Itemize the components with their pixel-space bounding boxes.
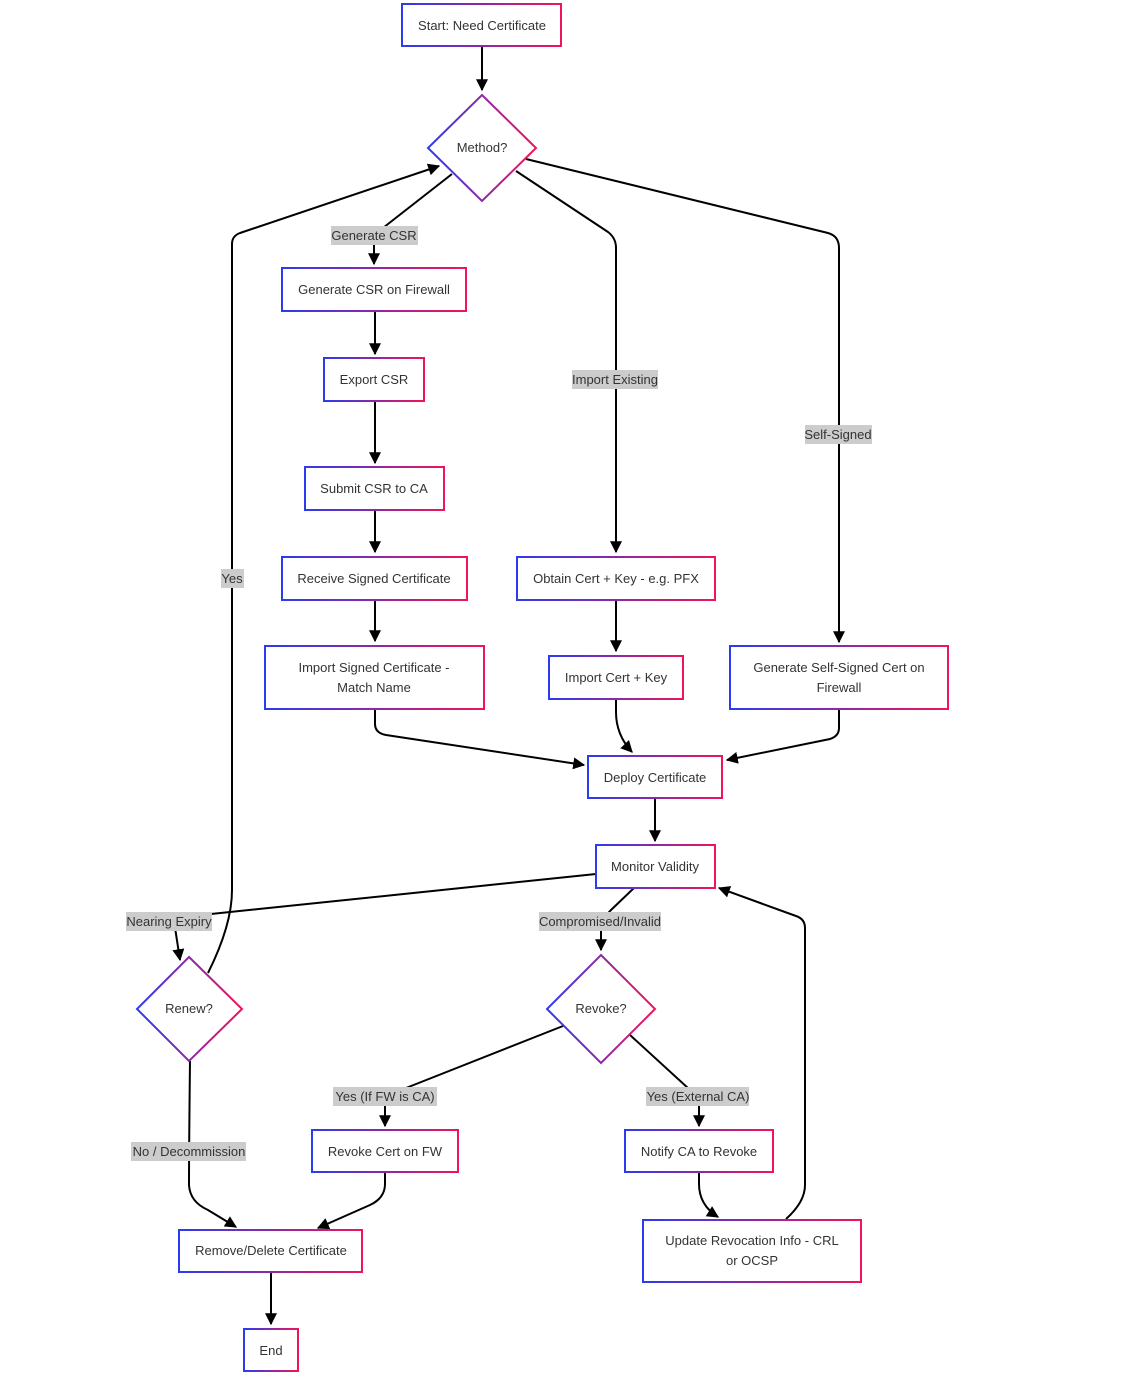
edge-label-self-signed: Self-Signed [804, 427, 871, 442]
edge-method-obtain [515, 170, 622, 554]
edge-label-yes-renew: Yes [221, 571, 243, 586]
node-generate-csr: Generate CSR on Firewall [281, 267, 467, 312]
edge-importkey-deploy [615, 700, 633, 753]
edge-labels: Generate CSR Import Existing Self-Signed… [126, 226, 872, 1161]
edge-revoke-notify [629, 1034, 705, 1128]
edge-renew-method [207, 163, 441, 974]
svg-text:Update Revocation Info - CRL: Update Revocation Info - CRL [665, 1233, 838, 1248]
edge-revoke-revokefw [379, 1025, 564, 1128]
svg-text:Export CSR: Export CSR [340, 372, 409, 387]
node-monitor: Monitor Validity [595, 844, 716, 889]
decision-revoke: Revoke? [545, 953, 657, 1065]
node-remove: Remove/Delete Certificate [178, 1229, 363, 1273]
svg-text:Revoke?: Revoke? [575, 1001, 626, 1016]
svg-text:Generate Self-Signed Cert on: Generate Self-Signed Cert on [753, 660, 924, 675]
edge-label-compromised: Compromised/Invalid [539, 914, 661, 929]
decision-method: Method? [426, 93, 538, 203]
svg-text:Receive Signed Certificate: Receive Signed Certificate [297, 571, 450, 586]
node-notify-ca: Notify CA to Revoke [624, 1129, 774, 1173]
edge-monitor-renew [172, 873, 597, 962]
node-update-revocation: Update Revocation Info - CRL or OCSP [642, 1219, 862, 1283]
svg-text:Match Name: Match Name [337, 680, 411, 695]
nodes: Start: Need Certificate Method? Generate… [135, 3, 949, 1372]
node-end: End [243, 1328, 299, 1372]
edge-method-selfsigned [525, 158, 845, 644]
svg-text:Notify CA to Revoke: Notify CA to Revoke [641, 1144, 757, 1159]
svg-text:Deploy Certificate: Deploy Certificate [604, 770, 707, 785]
edge-notify-update [698, 1173, 720, 1218]
node-self-signed: Generate Self-Signed Cert on Firewall [729, 645, 949, 710]
edge-update-monitor [717, 886, 806, 1220]
edge-revokefw-remove [316, 1173, 386, 1230]
node-obtain-cert: Obtain Cert + Key - e.g. PFX [516, 556, 716, 601]
svg-text:Revoke Cert on FW: Revoke Cert on FW [328, 1144, 443, 1159]
svg-text:Import Signed Certificate -: Import Signed Certificate - [298, 660, 449, 675]
node-receive-cert: Receive Signed Certificate [281, 556, 468, 601]
decision-renew: Renew? [135, 955, 244, 1063]
svg-text:Renew?: Renew? [165, 1001, 213, 1016]
node-deploy: Deploy Certificate [587, 755, 723, 799]
edge-import-deploy [374, 710, 586, 770]
svg-text:End: End [259, 1343, 282, 1358]
node-export-csr: Export CSR [323, 357, 425, 402]
edge-label-nearing-expiry: Nearing Expiry [126, 914, 212, 929]
svg-text:Method?: Method? [457, 140, 508, 155]
node-import-signed: Import Signed Certificate - Match Name [264, 645, 485, 710]
svg-text:Firewall: Firewall [817, 680, 862, 695]
svg-text:Submit CSR to CA: Submit CSR to CA [320, 481, 428, 496]
edge-method-gen-csr [368, 173, 453, 266]
edge-label-generate-csr: Generate CSR [331, 228, 416, 243]
edge-label-no-decommission: No / Decommission [133, 1144, 246, 1159]
svg-text:Obtain Cert + Key - e.g. PFX: Obtain Cert + Key - e.g. PFX [533, 571, 699, 586]
node-submit-csr: Submit CSR to CA [304, 466, 445, 511]
edge-label-yes-fw-ca: Yes (If FW is CA) [335, 1089, 434, 1104]
edge-selfsigned-deploy [725, 710, 840, 764]
edge-label-yes-external-ca: Yes (External CA) [647, 1089, 750, 1104]
node-start: Start: Need Certificate [401, 3, 562, 47]
svg-text:Start: Need Certificate: Start: Need Certificate [418, 18, 546, 33]
node-import-cert-key: Import Cert + Key [548, 655, 684, 700]
svg-text:Generate CSR on Firewall: Generate CSR on Firewall [298, 282, 450, 297]
node-revoke-fw: Revoke Cert on FW [311, 1129, 459, 1173]
edge-label-import-existing: Import Existing [572, 372, 658, 387]
svg-text:Import Cert + Key: Import Cert + Key [565, 670, 668, 685]
svg-text:or OCSP: or OCSP [726, 1253, 778, 1268]
svg-text:Monitor Validity: Monitor Validity [611, 859, 699, 874]
svg-text:Remove/Delete Certificate: Remove/Delete Certificate [195, 1243, 347, 1258]
edge-renew-remove [187, 1060, 238, 1228]
